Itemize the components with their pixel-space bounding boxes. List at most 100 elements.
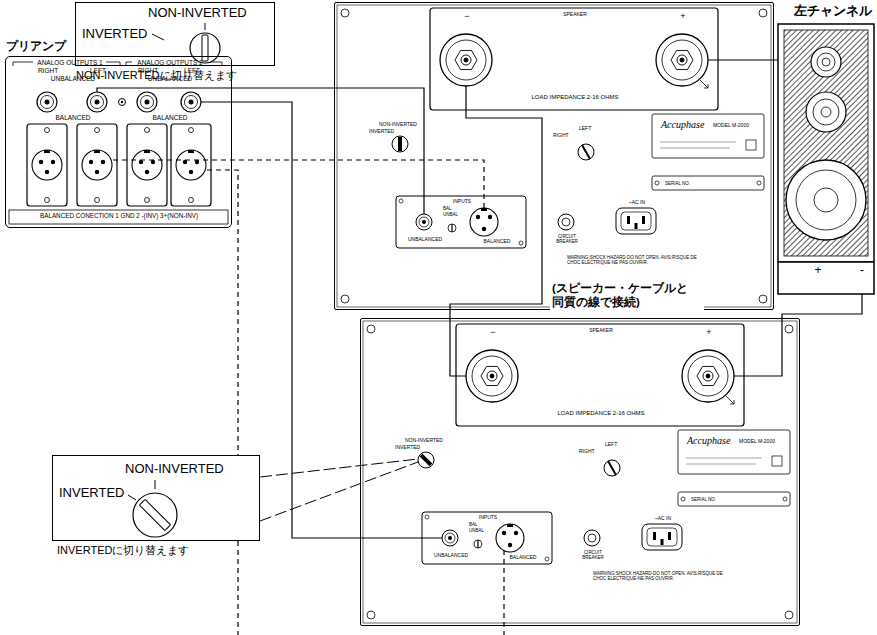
panel-marking: INVERTED bbox=[395, 445, 420, 451]
panel-marking: RIGHT bbox=[579, 449, 595, 455]
drawing-use bbox=[27, 124, 67, 206]
drawing-line bbox=[205, 23, 206, 30]
panel-marking: SERIAL NO. bbox=[665, 181, 690, 186]
panel-marking: UNBAL bbox=[443, 212, 458, 217]
drawing-rect bbox=[202, 35, 208, 61]
wire-note: (スピーカー・ケーブルと 同質の線で接続) bbox=[550, 280, 704, 311]
panel-marking: INVERTED bbox=[369, 129, 394, 135]
drawing-circle bbox=[133, 493, 177, 537]
drawing-use bbox=[137, 92, 157, 112]
speaker-label: - bbox=[860, 264, 864, 278]
panel-marking: BALANCED bbox=[152, 114, 187, 121]
panel-marking: BAL bbox=[469, 522, 478, 527]
panel-marking: MODEL M-2000 bbox=[713, 123, 749, 129]
drawing-circle bbox=[822, 58, 830, 66]
panel-marking: SPEAKER bbox=[589, 328, 613, 334]
drawing-circle bbox=[190, 33, 220, 63]
panel-marking: BAL bbox=[443, 206, 452, 211]
bridge-wire bbox=[450, 86, 542, 376]
panel-marking: LEFT bbox=[605, 442, 617, 448]
panel-marking: UNBALANCED bbox=[408, 237, 442, 243]
panel-marking: LEFT bbox=[184, 67, 200, 74]
panel-marking: LEFT bbox=[579, 126, 591, 132]
switch-position-text: NON-INVERTED bbox=[148, 6, 247, 21]
drawing-circle bbox=[811, 47, 841, 77]
unbalanced-cable bbox=[97, 88, 424, 214]
preamp-drawing bbox=[9, 62, 228, 224]
panel-marking: Accuphase bbox=[687, 435, 730, 447]
panel-marking: ANALOG OUTPUTS 1 bbox=[37, 59, 102, 66]
panel-marking: + bbox=[680, 11, 685, 21]
panel-marking: WARNING:SHOCK HAZARD-DO NOT OPEN. AVIS:R… bbox=[567, 255, 707, 265]
speaker-label: 左チャンネル bbox=[794, 4, 872, 19]
panel-marking: + bbox=[706, 327, 711, 337]
panel-marking: RIGHT bbox=[38, 67, 58, 74]
drawing-line bbox=[128, 495, 136, 500]
panel-marking: RIGHT bbox=[138, 67, 158, 74]
panel-marking: INPUTS bbox=[453, 199, 471, 205]
drawing-use bbox=[87, 92, 107, 112]
panel-marking: − bbox=[464, 11, 469, 21]
drawing-circle bbox=[121, 101, 123, 103]
amplifier-rear-panel bbox=[337, 5, 771, 307]
drawing-rect bbox=[778, 24, 874, 262]
speaker-cable bbox=[708, 59, 778, 60]
amplifier-rear-panel bbox=[363, 321, 797, 623]
drawing-circle bbox=[813, 99, 839, 125]
preamplifier: プリアンプANALOG OUTPUTS 1ANALOG OUTPUTS 2RIG… bbox=[5, 56, 232, 228]
switch-slot bbox=[398, 137, 402, 151]
drawing-circle bbox=[786, 160, 866, 240]
panel-marking: − bbox=[490, 327, 495, 337]
panel-marking: ANALOG OUTPUTS 2 bbox=[137, 59, 202, 66]
drawing-use bbox=[37, 92, 57, 112]
drawing-path bbox=[207, 170, 238, 455]
panel-marking: SERIAL NO. bbox=[691, 497, 716, 502]
drawing-circle bbox=[119, 99, 126, 106]
panel-marking: LEFT bbox=[90, 67, 106, 74]
drawing-circle bbox=[821, 107, 831, 117]
balanced-cable bbox=[113, 160, 484, 208]
switch-position-text: INVERTED bbox=[82, 27, 148, 42]
panel-marking: CIRCUIT BREAKER bbox=[578, 550, 608, 560]
drawing-use bbox=[181, 92, 201, 112]
drawing-use bbox=[171, 124, 211, 206]
drawing-path bbox=[503, 550, 504, 635]
panel-marking: CIRCUIT BREAKER bbox=[552, 234, 582, 244]
leader-line bbox=[260, 459, 418, 521]
drawing-line bbox=[155, 480, 156, 489]
speaker: 左チャンネル+- bbox=[778, 24, 874, 294]
panel-marking: UNBALANCED bbox=[148, 75, 192, 82]
panel-marking: MODEL M-2000 bbox=[739, 439, 775, 445]
panel-marking: NON-INVERTED bbox=[405, 438, 443, 444]
panel-marking: BALANCED bbox=[510, 555, 537, 561]
switch-knob bbox=[128, 480, 177, 537]
speaker-cable bbox=[734, 294, 862, 376]
callout-box: NON-INVERTEDINVERTEDINVERTEDに切り替えます bbox=[52, 455, 260, 541]
panel-marking: UNBAL bbox=[469, 528, 484, 533]
panel-marking: ~AC IN bbox=[629, 200, 645, 206]
panel-marking: SPEAKER bbox=[563, 12, 587, 18]
panel-marking: BALANCED bbox=[484, 239, 511, 245]
speaker-label: + bbox=[814, 264, 821, 278]
drawing-use bbox=[77, 124, 117, 206]
switch-position-text: INVERTEDに切り替えます bbox=[57, 544, 189, 557]
drawing-circle bbox=[806, 92, 846, 132]
drawing-path bbox=[237, 541, 238, 635]
drawing-use bbox=[127, 124, 167, 206]
panel-marking: RIGHT bbox=[553, 133, 569, 139]
panel-marking: NON-INVERTED bbox=[379, 122, 417, 128]
panel-marking: BALANCED CONECTION 1 GND 2 -(INV) 3+(NON… bbox=[40, 212, 198, 219]
panel-marking: Accuphase bbox=[661, 119, 704, 131]
panel-marking: ~AC IN bbox=[655, 516, 671, 522]
panel-marking: UNBALANCED bbox=[434, 553, 468, 559]
drawing-rect bbox=[784, 30, 868, 256]
drawing-circle bbox=[814, 188, 838, 212]
drawing-circle bbox=[817, 53, 835, 71]
panel-marking: UNBALANCED bbox=[51, 75, 95, 82]
panel-marking: BALANCED bbox=[55, 114, 90, 121]
panel-marking: INPUTS bbox=[479, 515, 497, 521]
drawing-rect bbox=[778, 262, 874, 294]
panel-marking: LOAD IMPEDANCE 2-16 OHMS bbox=[531, 94, 618, 101]
drawing-circle bbox=[796, 170, 856, 230]
